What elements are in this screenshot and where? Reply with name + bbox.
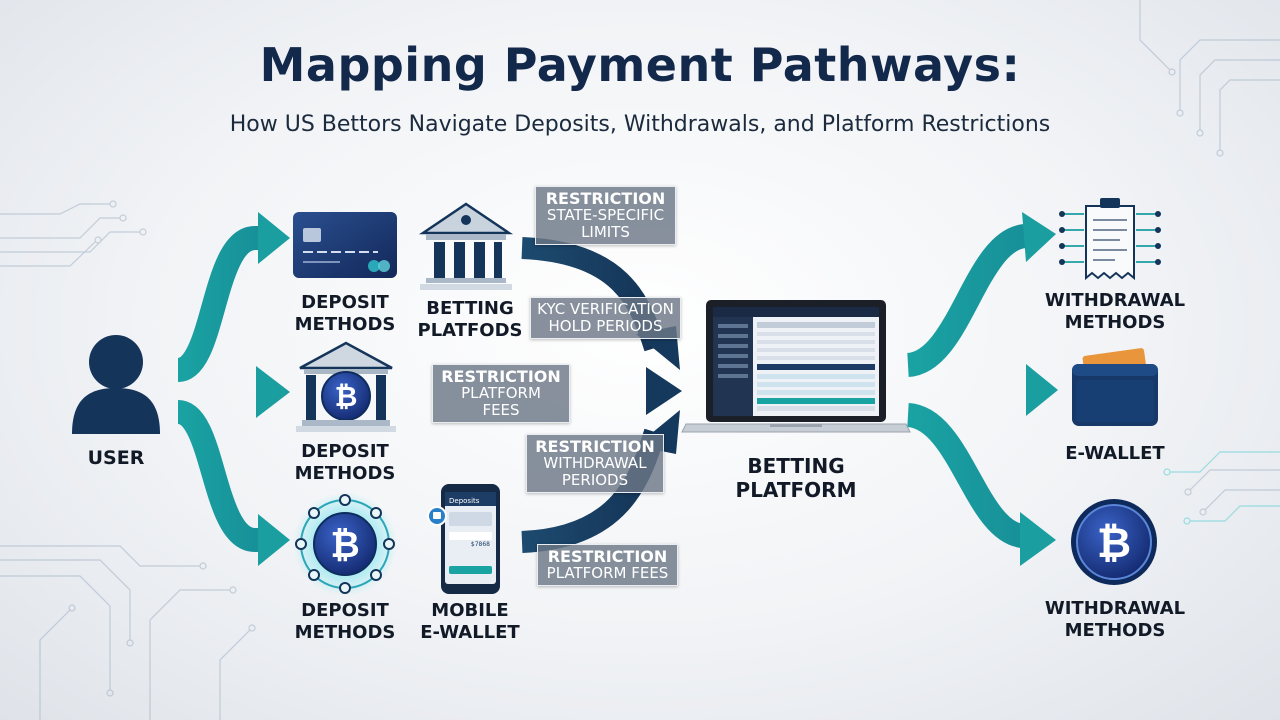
arrow-user-to-card	[175, 226, 262, 382]
bitcoin-coin-icon: ₿	[1071, 499, 1157, 585]
user-label: USER	[87, 447, 145, 469]
svg-text:₿: ₿	[330, 525, 359, 566]
user-flow-arrows	[175, 212, 290, 566]
smartphone-icon: Deposits $7868	[427, 484, 500, 594]
page-subtitle: How US Bettors Navigate Deposits, Withdr…	[229, 112, 1051, 137]
ewallet-label: E-WALLET	[1065, 443, 1165, 464]
svg-text:₿: ₿	[1097, 518, 1131, 567]
arrow-platform-to-crypto	[905, 403, 1028, 548]
receipt-circuit-icon	[1059, 198, 1161, 281]
bank-icon	[418, 202, 514, 290]
bank-bitcoin-icon: ₿	[296, 341, 396, 432]
phone-screen-amount: $7868	[471, 541, 490, 548]
circuit-decoration-right-teal	[1163, 451, 1280, 525]
phone-screen-title: Deposits	[449, 497, 480, 505]
circuit-decoration-right	[1139, 0, 1280, 516]
arrow-user-to-crypto	[175, 400, 262, 552]
circuit-decoration-left	[0, 200, 256, 720]
arrow-platform-to-withdrawal	[905, 224, 1030, 377]
bitcoin-network-icon: ₿	[293, 492, 397, 596]
wallet-icon	[1072, 348, 1158, 426]
laptop-icon	[681, 300, 911, 433]
credit-card-icon	[293, 212, 397, 278]
page-title: Mapping Payment Pathways:	[259, 38, 1021, 92]
output-flow-arrows	[905, 212, 1058, 566]
svg-text:₿: ₿	[335, 380, 358, 413]
user-icon	[72, 335, 160, 434]
